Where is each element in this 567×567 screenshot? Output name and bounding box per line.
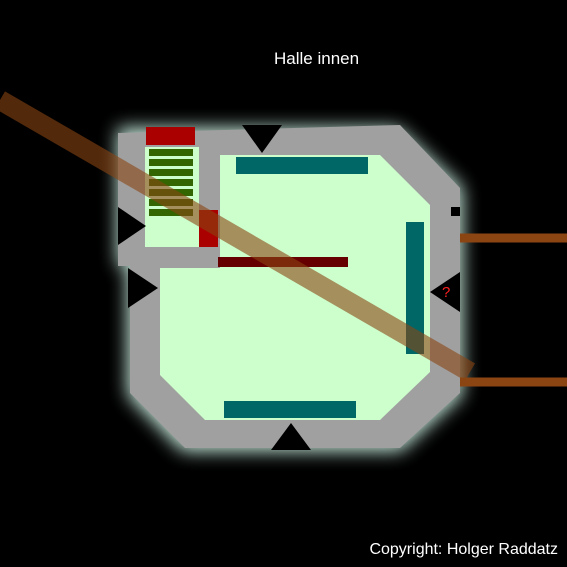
stair-step: [149, 149, 193, 156]
stair-step: [149, 159, 193, 166]
stair-step: [149, 209, 193, 216]
left-upper-doorway: [118, 207, 146, 245]
diagonal-pipe: [0, 91, 476, 381]
stair-step: [149, 179, 193, 186]
right-platform: [406, 222, 424, 354]
bottom-doorway: [271, 423, 311, 450]
top-platform: [236, 157, 368, 174]
red-block-top: [146, 127, 195, 145]
left-lower-doorway: [128, 268, 158, 308]
right-doorway: [430, 272, 460, 312]
top-doorway: [242, 125, 282, 153]
bottom-platform: [224, 401, 356, 418]
question-marker: ?: [442, 284, 451, 301]
map-title: Halle innen: [274, 49, 360, 68]
stair-step: [149, 169, 193, 176]
copyright-text: Copyright: Holger Raddatz: [369, 541, 558, 558]
wall-marker-square: [451, 207, 460, 216]
